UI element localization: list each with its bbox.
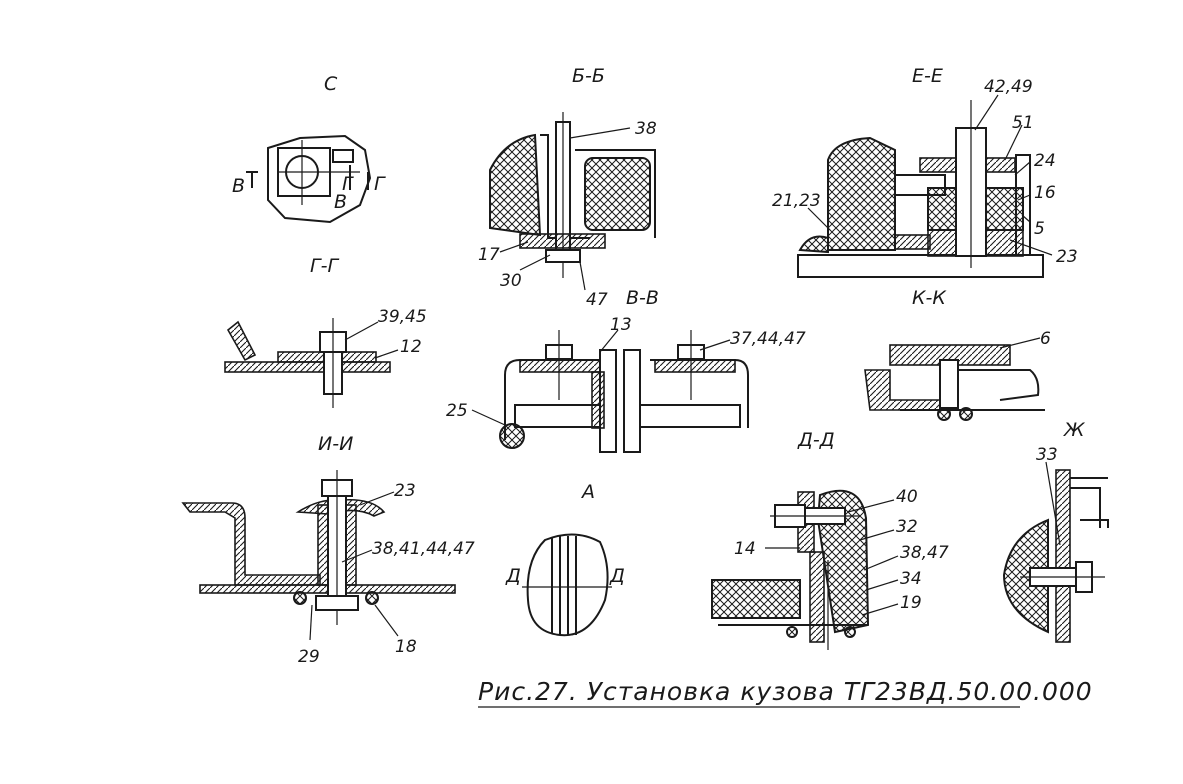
callout-17: 17 xyxy=(478,245,500,265)
callout-38: 38 xyxy=(635,119,657,139)
callout-29: 29 xyxy=(298,647,320,667)
view-zh-title: Ж xyxy=(1063,419,1086,441)
callout-40: 40 xyxy=(896,487,918,507)
view-bb-seal xyxy=(584,157,651,231)
view-a: А Д Д xyxy=(505,481,625,637)
callout-16: 16 xyxy=(1034,183,1056,203)
callout-21-23: 21,23 xyxy=(772,191,821,211)
figure-caption: Рис.27. Установка кузова ТГ23ВД.50.00.00… xyxy=(478,677,1093,706)
callout-38-47: 38,47 xyxy=(900,543,949,563)
view-vv-post-right xyxy=(623,349,641,453)
callout-39-45: 39,45 xyxy=(378,307,427,327)
view-ee-title: Е-Е xyxy=(912,65,943,87)
view-c-mark-g2: Г xyxy=(374,173,386,195)
view-c-mark-g1: Г xyxy=(342,173,354,195)
callout-51: 51 xyxy=(1012,113,1034,133)
view-gg-title: Г-Г xyxy=(310,255,339,277)
callout-13: 13 xyxy=(610,315,632,335)
callout-25: 25 xyxy=(446,401,468,421)
view-gg: Г-Г 39,45 12 xyxy=(224,255,427,408)
view-c: С В В Г Г xyxy=(232,73,386,224)
callout-19: 19 xyxy=(900,593,922,613)
callout-24: 24 xyxy=(1034,151,1056,171)
view-bb: Б-Б 38 17 30 47 xyxy=(478,65,657,310)
view-c-mark-v2: В xyxy=(334,191,347,213)
callout-23-ee: 23 xyxy=(1056,247,1078,267)
view-vv-title: В-В xyxy=(626,287,659,309)
view-bb-title: Б-Б xyxy=(572,65,605,87)
callout-30: 30 xyxy=(500,271,522,291)
view-c-title: С xyxy=(324,73,338,95)
view-c-outline xyxy=(267,134,372,224)
callout-38-41-44-47: 38,41,44,47 xyxy=(372,539,475,559)
view-a-outline xyxy=(526,533,609,637)
callout-32: 32 xyxy=(896,517,918,537)
view-kk: К-К 6 xyxy=(864,287,1051,421)
view-bb-pad xyxy=(519,233,606,249)
view-ee: Е-Е 42,49 51 24 16 5 23 21,23 xyxy=(772,65,1078,278)
view-vv-seal xyxy=(499,423,525,449)
view-c-mark-v1: В xyxy=(232,175,245,197)
view-gg-plate xyxy=(224,361,391,373)
view-zh: Ж 33 xyxy=(1002,419,1109,643)
view-zh-panel xyxy=(1002,518,1049,634)
view-a-mark-left: Д xyxy=(505,565,521,587)
callout-42-49: 42,49 xyxy=(984,77,1033,97)
view-kk-title: К-К xyxy=(912,287,947,309)
callout-33: 33 xyxy=(1036,445,1058,465)
callout-12: 12 xyxy=(400,337,422,357)
view-ii-title: И-И xyxy=(318,433,353,455)
view-bb-body-panel xyxy=(489,133,542,237)
view-ii-profile xyxy=(181,502,321,586)
view-zh-post xyxy=(1055,469,1071,643)
callout-5: 5 xyxy=(1034,219,1045,239)
callout-6: 6 xyxy=(1040,329,1051,349)
view-ee-body-panel xyxy=(827,136,896,251)
view-a-mark-right: Д xyxy=(609,565,625,587)
callout-23-ii: 23 xyxy=(394,481,416,501)
view-dd-title: Д-Д xyxy=(797,429,835,451)
callout-37-44-47: 37,44,47 xyxy=(730,329,806,349)
callout-18: 18 xyxy=(395,637,417,657)
view-ee-frame xyxy=(797,254,1044,278)
view-dd: Д-Д 40 32 14 38,47 34 19 xyxy=(711,429,949,650)
callout-14: 14 xyxy=(734,539,756,559)
callout-47: 47 xyxy=(586,290,608,310)
callout-34: 34 xyxy=(900,569,922,589)
view-a-title: А xyxy=(580,481,595,503)
view-vv: В-В 13 37,44,47 25 xyxy=(446,287,806,453)
view-ii: И-И 23 38,41,44,47 29 18 xyxy=(181,433,475,667)
